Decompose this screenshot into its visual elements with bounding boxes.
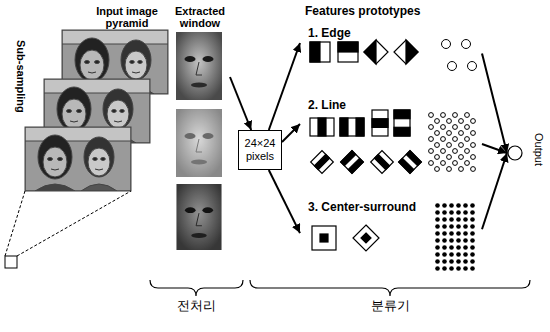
extracted-window-pictures — [176, 32, 222, 250]
feature-group: 2. Line — [300, 94, 482, 194]
box-label: 24×24 pixels — [245, 137, 276, 163]
window-image — [176, 32, 222, 100]
group-heading: 2. Line — [300, 94, 346, 112]
feature-group: 3. Center-surround — [300, 198, 482, 276]
axis-note: Sub-sampling — [14, 40, 27, 113]
connector-arrow — [482, 144, 507, 153]
brace — [250, 280, 530, 296]
connector-arrow — [269, 170, 300, 233]
image-pyramid: Input image pyramid — [25, 2, 170, 192]
edge-units — [442, 40, 477, 71]
connector-arrow — [230, 77, 251, 130]
pyramid-image — [25, 127, 131, 191]
section-heading: Features prototypes — [305, 4, 420, 18]
brace — [150, 280, 243, 296]
edge-prototypes — [310, 40, 418, 64]
column-heading: Extracted window — [170, 2, 230, 29]
window-box: 24×24 pixels — [238, 130, 282, 170]
connector-arrow — [482, 153, 507, 229]
center-surround-prototypes — [312, 225, 379, 251]
output-node: Output — [507, 145, 523, 161]
output-circle — [507, 145, 523, 161]
column-heading: Input image pyramid — [87, 2, 167, 29]
connector-arrow — [482, 54, 507, 154]
connector-arrow — [269, 43, 300, 130]
image-pyramid-pictures — [25, 30, 168, 191]
output-circle — [508, 146, 522, 160]
subsampling-guide — [5, 191, 131, 268]
output-label: Output — [532, 133, 545, 166]
connector-arrow — [282, 124, 300, 142]
line-units — [428, 112, 476, 172]
stage-label: 분류기 — [371, 298, 410, 314]
window-image — [176, 109, 222, 177]
group-heading: 1. Edge — [300, 22, 351, 40]
center-surround-units — [434, 202, 476, 272]
window-image — [177, 184, 222, 250]
extracted-window: Extracted window — [170, 2, 230, 252]
feature-group: 1. Edge — [300, 22, 482, 92]
stage-label: 전처리 — [177, 298, 216, 314]
group-heading: 3. Center-surround — [300, 198, 416, 214]
line-prototypes — [310, 110, 421, 173]
